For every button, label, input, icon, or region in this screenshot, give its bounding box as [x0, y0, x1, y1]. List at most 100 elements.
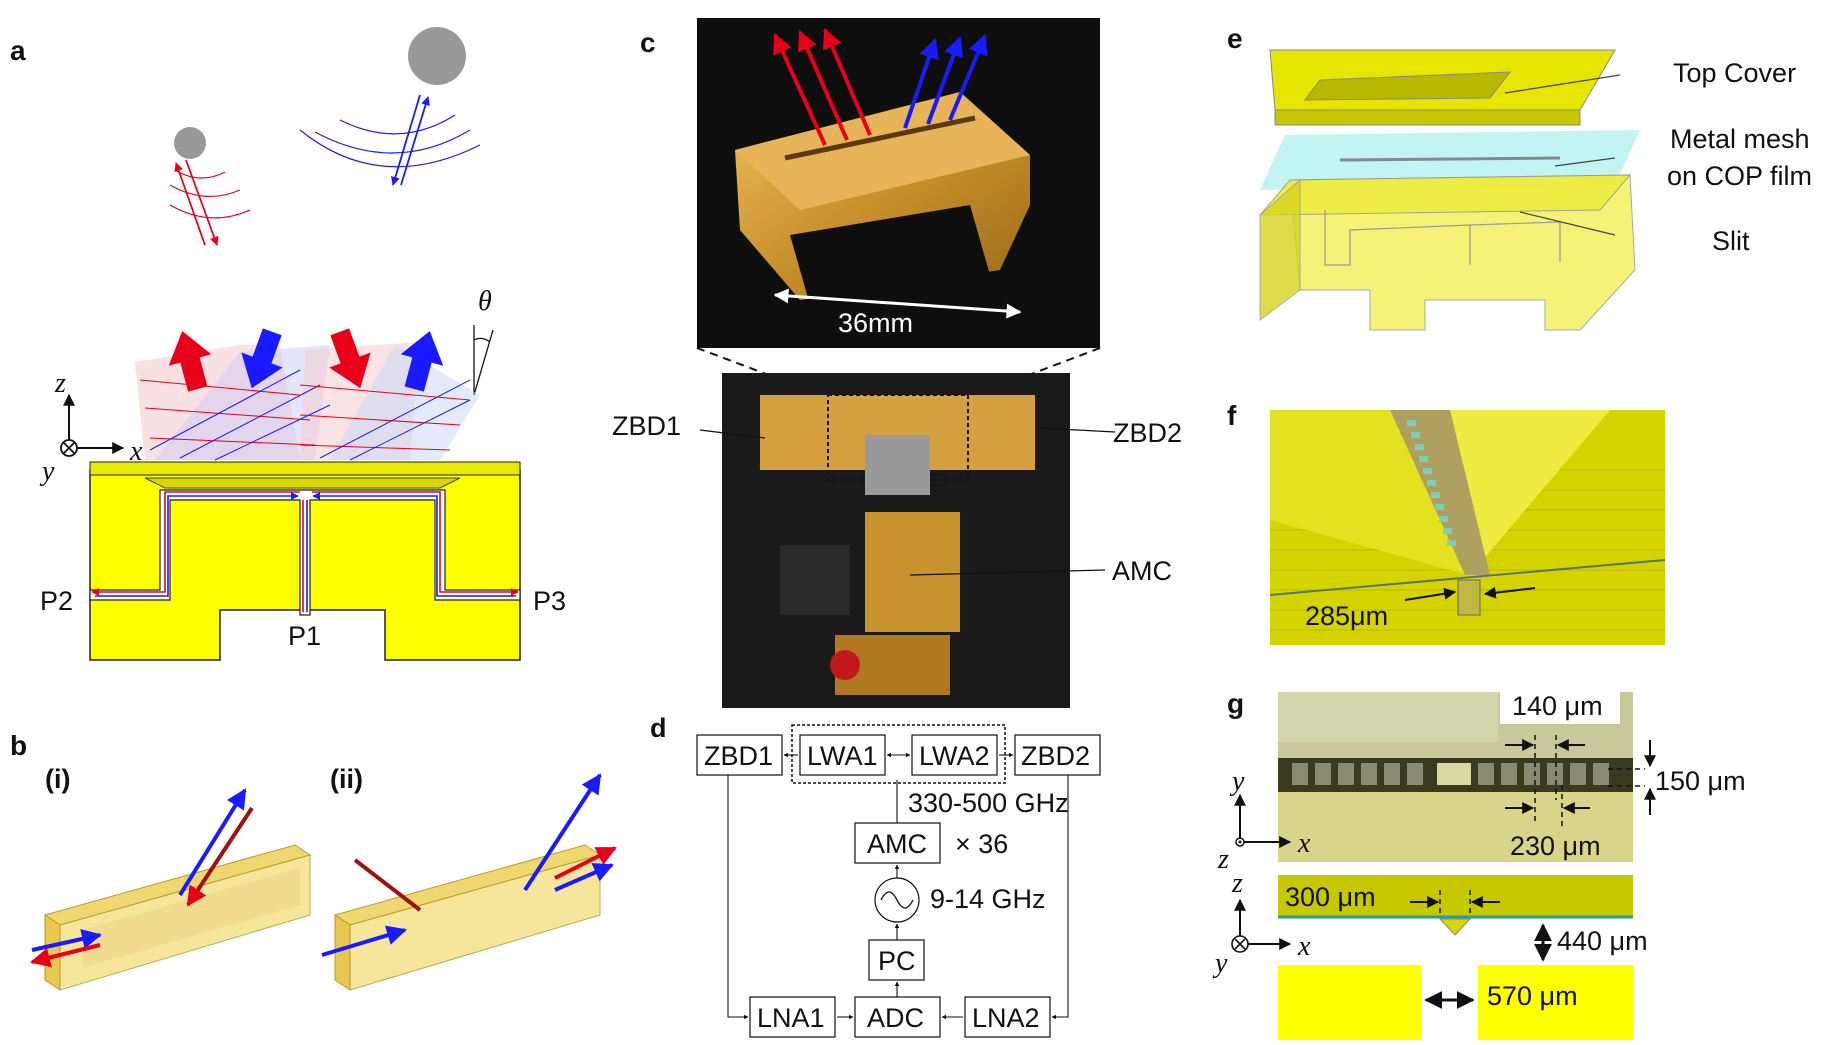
svg-text:z: z — [1217, 844, 1229, 875]
channel-3d-i — [30, 788, 312, 991]
svg-text:AMC: AMC — [867, 829, 927, 859]
theta-label: θ — [478, 286, 492, 317]
f-port — [1457, 579, 1481, 616]
svg-text:ZBD2: ZBD2 — [1021, 741, 1090, 771]
g-slit-notch — [1438, 918, 1472, 936]
d-block-zbd2 — [1014, 734, 1101, 776]
d-block-adc — [854, 996, 941, 1038]
small-target-waves — [169, 159, 251, 246]
d-block-lna2 — [964, 996, 1051, 1038]
channel-3d-ii — [321, 773, 617, 991]
axes-a: z y x — [39, 368, 143, 487]
port-p3-label: P3 — [533, 586, 566, 616]
metal-mesh-label-2: on COP film — [1667, 161, 1812, 191]
fat-arrow-blue-down — [241, 328, 283, 389]
waveguide-slit — [144, 477, 461, 489]
svg-text:x: x — [1297, 828, 1311, 859]
dimension-label: 36mm — [838, 308, 913, 338]
panel-label-a: a — [10, 35, 26, 66]
dimension-arrow — [773, 288, 1022, 319]
e-leaders — [1504, 74, 1621, 236]
f-waveguide-line — [1269, 559, 1666, 596]
setup-photo-taper — [865, 435, 930, 495]
svg-text:z: z — [1231, 868, 1243, 899]
lwa-group-box — [791, 724, 1006, 784]
d-block-zbd1 — [696, 734, 783, 776]
panel-label-b: b — [10, 730, 27, 761]
panel-label-c: c — [640, 27, 656, 58]
svg-text:LWA2: LWA2 — [919, 741, 990, 771]
waveguide-channels — [89, 489, 521, 616]
svg-text:LNA1: LNA1 — [757, 1003, 825, 1033]
panel-label-g: g — [1227, 688, 1244, 719]
photo-beams — [773, 28, 988, 146]
port-p1-label: P1 — [288, 621, 321, 651]
panel-d: d ZBD1 LWA1 LWA2 ZBD2 AMC PC LNA1 ADC LN… — [650, 713, 1101, 1038]
svg-text:y: y — [39, 456, 55, 487]
panel-label-d: d — [650, 713, 667, 743]
svg-text:y: y — [1212, 948, 1228, 979]
g-label-bg-140 — [1500, 690, 1620, 724]
beam-hatching — [139, 369, 471, 461]
panel-e: e Top Cover Metal mesh on COP film Slit — [1227, 23, 1812, 331]
g-block-left — [1278, 965, 1421, 1040]
f-mesh-cells — [1407, 420, 1456, 546]
panel-b: b (i) (ii) — [10, 730, 617, 991]
g-axes-top: y z x — [1217, 766, 1311, 875]
svg-text:PC: PC — [878, 946, 916, 976]
theta-beam-line — [473, 329, 494, 396]
waveguide-top-plate — [89, 461, 521, 476]
device-photo-cutout — [790, 205, 990, 305]
svg-text:LWA1: LWA1 — [807, 741, 878, 771]
svg-text:y: y — [1229, 766, 1245, 797]
freq-low-label: 9-14 GHz — [930, 884, 1046, 914]
g-mesh-cells — [1292, 763, 1609, 785]
d-block-lna1 — [749, 996, 836, 1038]
svg-text:x: x — [1297, 931, 1311, 962]
metal-mesh-label-1: Metal mesh — [1670, 124, 1810, 154]
d-connections — [727, 752, 1069, 1020]
zbd1-label: ZBD1 — [612, 411, 681, 441]
d-block-lwa1 — [799, 734, 886, 776]
device-photo-slit — [784, 115, 976, 161]
slit-label: Slit — [1712, 226, 1750, 256]
large-target-waves — [299, 94, 481, 186]
amc-label: AMC — [1112, 556, 1172, 586]
top-cover-label: Top Cover — [1673, 58, 1796, 88]
panel-f: f 285μm — [1227, 400, 1666, 645]
f-left-face — [1270, 410, 1468, 575]
theta-arc — [473, 337, 491, 343]
subpanel-label-i: (i) — [45, 764, 70, 794]
svg-text:z: z — [54, 368, 66, 399]
freq-high-label: 330-500 GHz — [908, 788, 1069, 818]
fat-arrow-blue-up — [400, 331, 444, 392]
svg-text:x: x — [129, 436, 143, 467]
fat-arrow-red-down — [329, 328, 371, 389]
setup-photo-heatsink — [780, 545, 850, 615]
f-arrow-left — [1404, 587, 1457, 601]
dim-570-label: 570 μm — [1487, 981, 1578, 1011]
small-target-icon — [174, 127, 206, 159]
svg-text:LNA2: LNA2 — [972, 1003, 1040, 1033]
setup-photo-knob — [830, 650, 860, 680]
amc-leader — [909, 569, 1106, 576]
g-cover-block — [1278, 875, 1633, 917]
panel-label-f: f — [1227, 400, 1237, 431]
f-right-face — [1450, 410, 1610, 575]
port-p2-label: P2 — [40, 586, 73, 616]
dim-440-label: 440 μm — [1557, 926, 1648, 956]
dim-140-label: 140 μm — [1512, 691, 1603, 721]
f-arrow-right — [1483, 586, 1536, 599]
panel-g: g 140 μm 150 μm — [1212, 688, 1746, 1040]
f-width-label: 285μm — [1305, 601, 1388, 631]
g-axes-bottom: z y x — [1212, 868, 1311, 979]
beam-cone-right-blue — [330, 345, 480, 460]
d-block-lwa2 — [911, 734, 998, 776]
svg-text:ZBD1: ZBD1 — [704, 741, 773, 771]
panel-a: a θ — [10, 27, 566, 661]
dim-230-label: 230 μm — [1510, 831, 1601, 861]
svg-text:ADC: ADC — [867, 1003, 924, 1033]
zbd2-label: ZBD2 — [1113, 418, 1182, 448]
beam-cone-left-blue — [155, 345, 330, 460]
